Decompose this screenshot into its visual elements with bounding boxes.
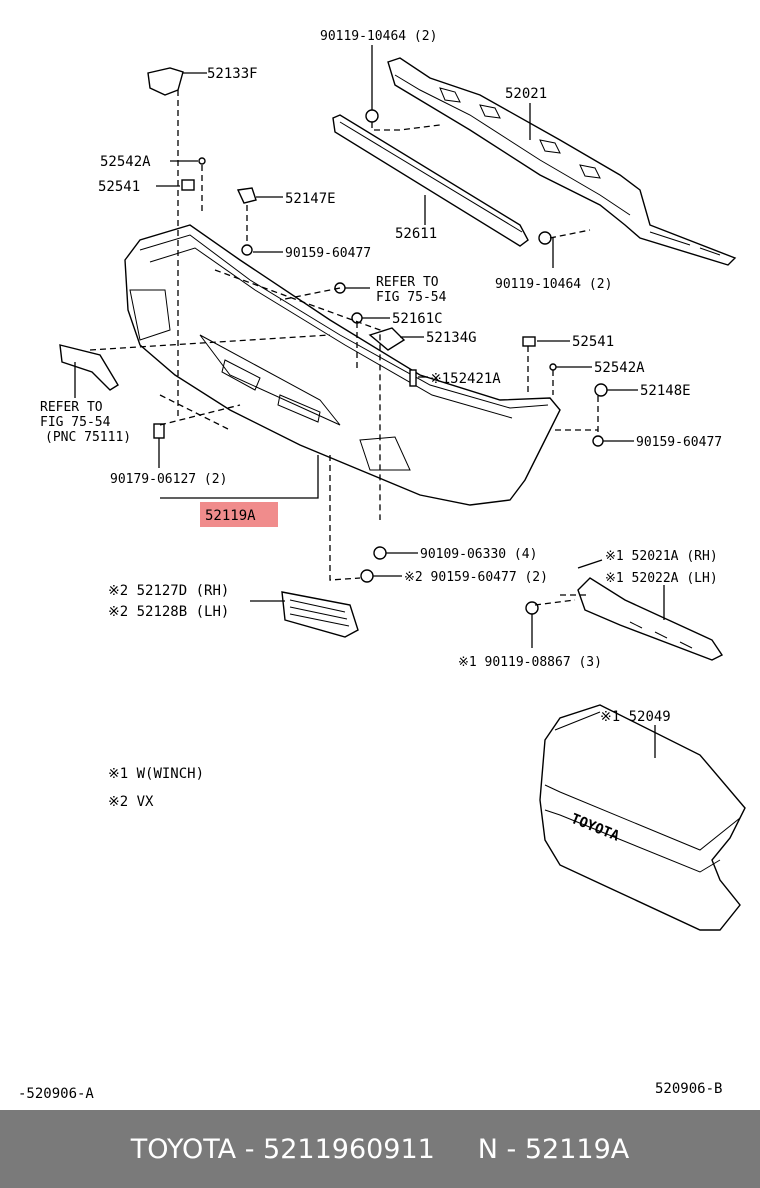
label-90159-60477-c: ※2 90159-60477 (2) <box>404 570 548 585</box>
fog-grille <box>281 591 359 638</box>
footer-part-text: TOYOTA - 5211960911 N - 52119A <box>130 1133 630 1165</box>
highlight-box <box>200 502 278 527</box>
label-refer-right-1: REFER TO <box>376 275 439 290</box>
label-refer-right-2: FIG 75-54 <box>376 290 447 305</box>
label-refer-left-1: REFER TO <box>40 400 103 415</box>
label-52049: ※1 52049 <box>600 709 671 725</box>
ref-code-left: -520906-A <box>18 1086 94 1102</box>
label-52133F: 52133F <box>207 66 258 82</box>
label-90119-10464-top: 90119-10464 (2) <box>320 29 437 44</box>
label-52021A-rh: ※1 52021A (RH) <box>605 549 718 564</box>
label-90119-08867: ※1 90119-08867 (3) <box>458 655 602 670</box>
label-52119A-highlighted: 52119A <box>205 508 256 524</box>
label-52161C: 52161C <box>392 311 443 327</box>
label-90119-10464-b: 90119-10464 (2) <box>495 277 612 292</box>
label-90159-60477-a: 90159-60477 <box>285 246 371 261</box>
label-52134G: 52134G <box>426 330 477 346</box>
label-52542A-left: 52542A <box>100 154 151 170</box>
label-52127D-rh: ※2 52127D (RH) <box>108 583 229 599</box>
label-52021: 52021 <box>505 86 547 102</box>
label-52147E: 52147E <box>285 191 336 207</box>
label-52148E: 52148E <box>640 383 691 399</box>
label-52611: 52611 <box>395 226 437 242</box>
label-152421A: ※152421A <box>430 371 501 387</box>
footer-bar: TOYOTA - 5211960911 N - 52119A <box>0 1110 760 1188</box>
label-90109-06330: 90109-06330 (4) <box>420 547 537 562</box>
label-52128B-lh: ※2 52128B (LH) <box>108 604 229 620</box>
grille-guard <box>539 704 746 931</box>
dashed-leaders <box>89 90 599 606</box>
label-52022A-lh: ※1 52022A (LH) <box>605 571 718 586</box>
bumper-bar <box>332 114 529 247</box>
bumper-cover <box>124 224 561 506</box>
label-refer-left-3: (PNC 75111) <box>45 430 131 445</box>
ref-code-right: 520906-B <box>655 1081 722 1097</box>
note-vx: ※2 VX <box>108 794 154 810</box>
winch-brackets <box>577 577 724 661</box>
parts-diagram: 52133F 90119-10464 (2) 52021 52542A 5254… <box>18 29 746 1102</box>
bumper-reinforcement <box>387 57 737 266</box>
label-52541-right: 52541 <box>572 334 614 350</box>
label-90179-06127: 90179-06127 (2) <box>110 472 227 487</box>
note-winch: ※1 W(WINCH) <box>108 766 204 782</box>
part-labels: 52133F 90119-10464 (2) 52021 52542A 5254… <box>18 29 722 1102</box>
label-52542A-right: 52542A <box>594 360 645 376</box>
label-52541-left: 52541 <box>98 179 140 195</box>
leader-lines <box>74 45 665 758</box>
label-refer-left-2: FIG 75-54 <box>40 415 111 430</box>
label-90159-60477-b: 90159-60477 <box>636 435 722 450</box>
